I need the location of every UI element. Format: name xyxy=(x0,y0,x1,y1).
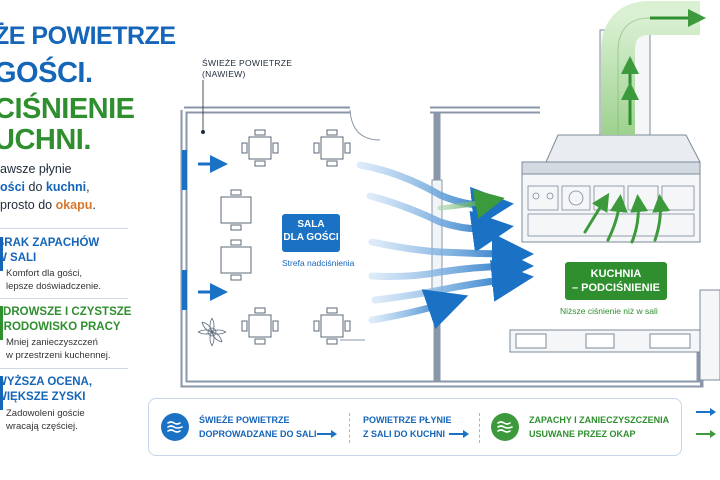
headline-line-2: GOŚCI. xyxy=(0,57,93,89)
benefit-accent-bar xyxy=(0,306,3,340)
plant-icon xyxy=(197,317,227,347)
divider xyxy=(0,228,128,229)
airflow-arrows xyxy=(356,161,534,329)
hood-suction-arrows xyxy=(583,192,671,244)
legend-divider xyxy=(479,413,480,443)
headline-line-1: ŻE POWIETRZE xyxy=(0,22,176,50)
arrow-right-icon xyxy=(317,430,337,438)
sala-subtitle: Strefa nadciśnienia xyxy=(282,258,355,268)
benefit-title: WYŻSZA OCENA,WIĘKSZE ZYSKI xyxy=(0,376,93,403)
exhaust-duct xyxy=(601,1,706,135)
arrow-right-icon xyxy=(449,430,469,438)
dining-tables xyxy=(220,129,351,345)
arrow-right-icon xyxy=(696,408,716,416)
headline-line-4: UCHNI. xyxy=(0,124,91,156)
headline-line-3: CIŚNIENIE xyxy=(0,93,135,125)
kitchen-counter xyxy=(509,289,720,381)
intro-text: awsze płynie ości do kuchni, prosto do o… xyxy=(0,162,96,212)
benefit-text: Komfort dla gości,lepsze doświadczenie. xyxy=(6,268,102,292)
legend-divider xyxy=(349,413,350,443)
sala-label-box: SALA DLA GOŚCI xyxy=(282,214,340,252)
divider xyxy=(0,298,128,299)
floor-plan-diagram xyxy=(180,1,720,388)
door-arc xyxy=(349,109,381,141)
divider xyxy=(0,368,128,369)
kuchnia-label-box: KUCHNIA – PODCIŚNIENIE xyxy=(565,262,667,300)
fresh-air-label: ŚWIEŻE POWIETRZE (NAWIEW) xyxy=(202,58,293,79)
kuchnia-subtitle: Niższe ciśnienie niż w sali xyxy=(560,306,658,316)
window xyxy=(182,150,187,190)
window xyxy=(182,270,187,310)
benefit-accent-bar xyxy=(0,237,3,271)
benefit-accent-bar xyxy=(0,376,3,410)
wind-icon xyxy=(491,413,519,441)
wind-icon xyxy=(161,413,189,441)
arrow-right-icon xyxy=(696,430,716,438)
